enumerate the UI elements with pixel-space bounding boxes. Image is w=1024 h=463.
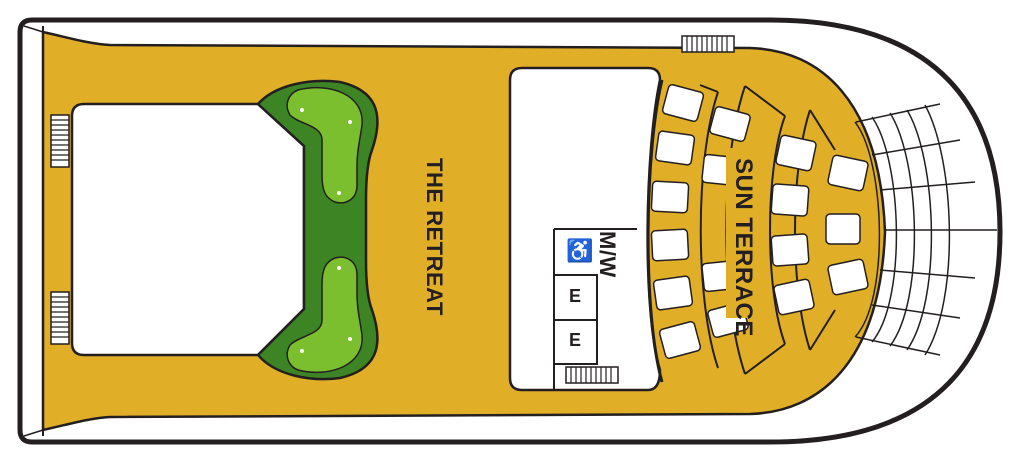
stairs-icon: [681, 35, 735, 53]
area-label-the-retreat: THE RETREAT: [422, 158, 447, 316]
sun-terrace-label-bg: [726, 148, 754, 318]
stairs-icon: [50, 291, 70, 345]
open-deck-area: [70, 102, 306, 357]
loungers: [650, 84, 869, 359]
bow-grid: [854, 103, 997, 356]
restroom-label: M/W: [595, 231, 620, 278]
golf-holes: [300, 108, 352, 353]
wheelchair-icon: ♿: [566, 238, 594, 263]
area-label-sun-terrace: SUN TERRACE: [730, 158, 757, 337]
restroom-elevator-block: [553, 228, 637, 390]
elevator-label: E: [568, 286, 581, 306]
stairs-icon: [50, 114, 70, 168]
stairs-icon: [565, 366, 619, 384]
green-hole-top: [286, 86, 363, 204]
elevator-label: E: [568, 330, 581, 350]
green-hole-bottom: [286, 256, 363, 374]
